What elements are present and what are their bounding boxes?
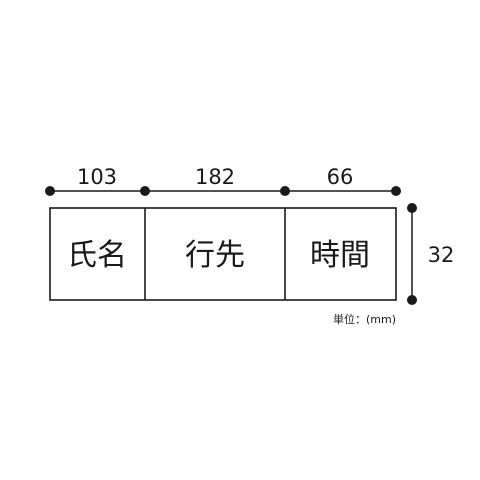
plate-outline <box>49 207 397 301</box>
height-label: 32 <box>428 243 455 267</box>
dimension-dot <box>407 295 417 305</box>
width-label-time-column: 66 <box>327 165 354 189</box>
width-dimension: 103 182 66 <box>45 165 401 196</box>
cell-name: 氏名 <box>67 238 127 273</box>
dimension-dot <box>280 186 290 196</box>
dimension-dot <box>407 203 417 213</box>
label-plate: 氏名 行先 時間 <box>49 207 397 301</box>
dimension-dot <box>140 186 150 196</box>
width-label-name-column: 103 <box>77 165 117 189</box>
height-dimension: 32 <box>407 203 454 305</box>
cell-destination: 行先 <box>185 238 245 273</box>
dimension-dot <box>391 186 401 196</box>
dimension-dot <box>45 186 55 196</box>
width-label-destination-column: 182 <box>195 165 235 189</box>
unit-label: 単位：(mm) <box>333 312 396 326</box>
cell-time: 時間 <box>310 238 370 273</box>
